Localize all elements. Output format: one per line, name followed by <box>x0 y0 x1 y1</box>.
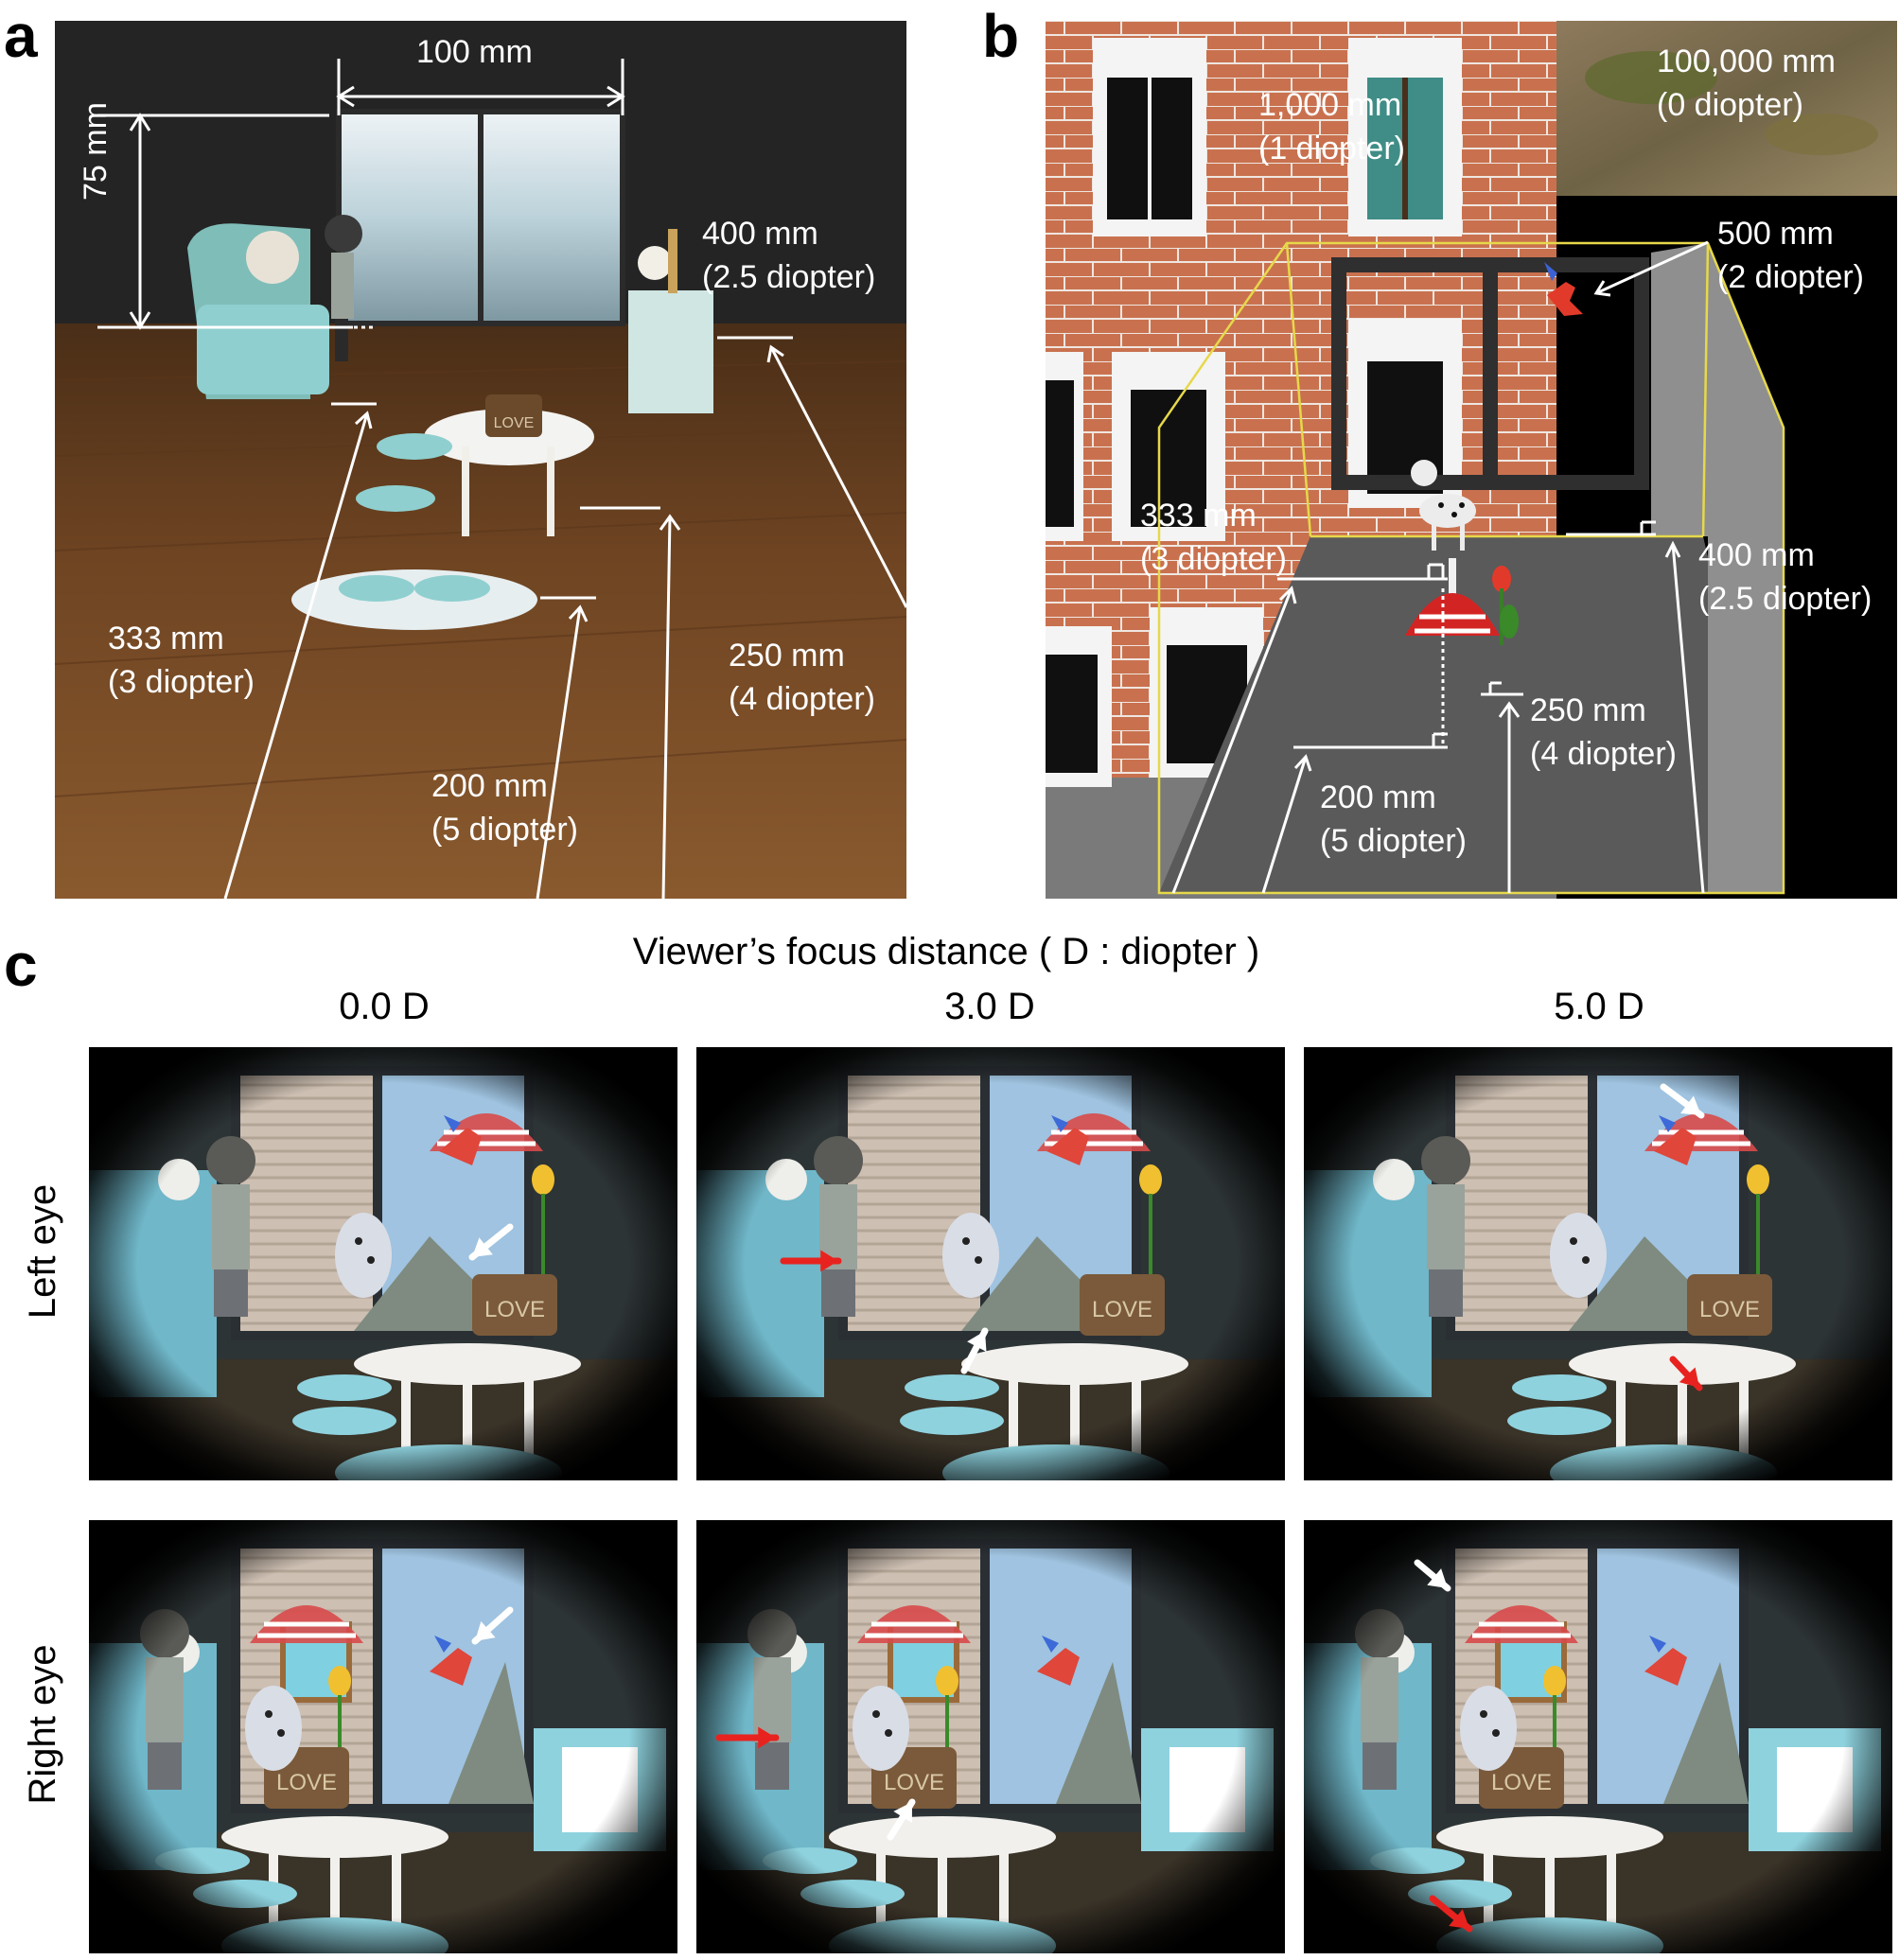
eye-view-scene: LOVE <box>1304 1520 1892 1953</box>
eye-view-scene: LOVE <box>1304 1047 1892 1480</box>
panel-b-scene <box>1046 21 1897 899</box>
red-arrow <box>1429 1895 1473 1933</box>
panel-a-label-200: 200 mm (5 diopter) <box>431 764 578 851</box>
eye-view-scene: LOVE <box>696 1047 1285 1480</box>
panel-b-label-333: 333 mm (3 diopter) <box>1140 494 1287 581</box>
cell-right-eye-0D: LOVE <box>89 1520 677 1953</box>
white-arrow <box>1660 1083 1705 1119</box>
panel-a-label-333: 333 mm (3 diopter) <box>108 617 255 704</box>
panel-c-letter: c <box>4 931 38 999</box>
red-arrow <box>1669 1356 1703 1391</box>
cell-left-eye-5D: LOVE <box>1304 1047 1892 1480</box>
row-label-left-eye: Left eye <box>22 1183 63 1320</box>
column-header-0: 0.0 D <box>339 986 430 1027</box>
row-label-right-eye: Right eye <box>22 1644 63 1805</box>
white-arrow <box>468 1223 514 1261</box>
label-5-diopter-b: (5 diopter) <box>1320 823 1467 859</box>
panel-a-scene: LOVE <box>55 21 906 899</box>
red-arrow <box>780 1250 842 1272</box>
cell-right-eye-3D: LOVE <box>696 1520 1285 1953</box>
panel-b-photo: 100,000 mm (0 diopter) 1,000 mm (1 diopt… <box>1046 21 1897 899</box>
label-500-mm: 500 mm <box>1717 216 1834 252</box>
label-2-5-diopter-b: (2.5 diopter) <box>1698 581 1873 617</box>
label-1-diopter: (1 diopter) <box>1258 131 1405 166</box>
label-4-diopter-b: (4 diopter) <box>1530 736 1677 772</box>
panel-a-width-label: 100 mm <box>416 34 533 70</box>
label-2-diopter: (2 diopter) <box>1717 259 1864 295</box>
label-333-mm-b: 333 mm <box>1140 498 1257 534</box>
panel-a-label-400: 400 mm (2.5 diopter) <box>702 212 875 299</box>
label-400-mm-b: 400 mm <box>1698 537 1815 573</box>
label-250-mm-b: 250 mm <box>1530 692 1646 728</box>
white-arrow <box>960 1327 989 1374</box>
label-0-diopter: (0 diopter) <box>1657 87 1803 123</box>
cup-text: LOVE <box>494 415 535 431</box>
label-200-mm: 200 mm <box>431 768 548 804</box>
cell-left-eye-0D: LOVE <box>89 1047 677 1480</box>
panel-b-label-200: 200 mm (5 diopter) <box>1320 776 1467 863</box>
eye-view-scene: LOVE <box>696 1520 1285 1953</box>
panel-b-label-1000: 1,000 mm (1 diopter) <box>1258 83 1405 170</box>
label-250-mm: 250 mm <box>729 638 845 674</box>
label-333-diopter: (3 diopter) <box>108 664 255 700</box>
column-header-1: 3.0 D <box>944 986 1035 1027</box>
panel-a-height-label: 75 mm <box>78 102 114 201</box>
eye-view-scene: LOVE <box>89 1047 677 1480</box>
cell-left-eye-3D: LOVE <box>696 1047 1285 1480</box>
label-400-mm: 400 mm <box>702 216 818 252</box>
label-3-diopter-b: (3 diopter) <box>1140 541 1287 577</box>
column-header-2: 5.0 D <box>1554 986 1644 1027</box>
panel-c-title: Viewer’s focus distance ( D : diopter ) <box>632 931 1260 972</box>
panel-b-label-500: 500 mm (2 diopter) <box>1717 212 1864 299</box>
panel-b-label-250: 250 mm (4 diopter) <box>1530 689 1677 776</box>
label-400-diopter: (2.5 diopter) <box>702 259 876 295</box>
label-200-diopter: (5 diopter) <box>431 812 578 848</box>
white-arrow <box>1414 1559 1451 1592</box>
panel-a-photo: LOVE <box>55 21 906 899</box>
red-arrow <box>715 1726 780 1749</box>
panel-a-letter: a <box>4 2 38 70</box>
panel-a-label-250: 250 mm (4 diopter) <box>729 634 875 721</box>
panel-b-letter: b <box>982 2 1020 70</box>
panel-b-label-100000: 100,000 mm (0 diopter) <box>1657 40 1836 127</box>
panel-b-label-400: 400 mm (2.5 diopter) <box>1698 534 1872 621</box>
white-arrow <box>887 1798 916 1841</box>
label-100000-mm: 100,000 mm <box>1657 44 1836 79</box>
label-1000-mm: 1,000 mm <box>1258 87 1402 123</box>
cell-right-eye-5D: LOVE <box>1304 1520 1892 1953</box>
label-333-mm: 333 mm <box>108 621 224 656</box>
white-arrow <box>471 1606 514 1645</box>
label-200-mm-b: 200 mm <box>1320 779 1436 815</box>
eye-view-scene: LOVE <box>89 1520 677 1953</box>
label-250-diopter: (4 diopter) <box>729 681 875 717</box>
